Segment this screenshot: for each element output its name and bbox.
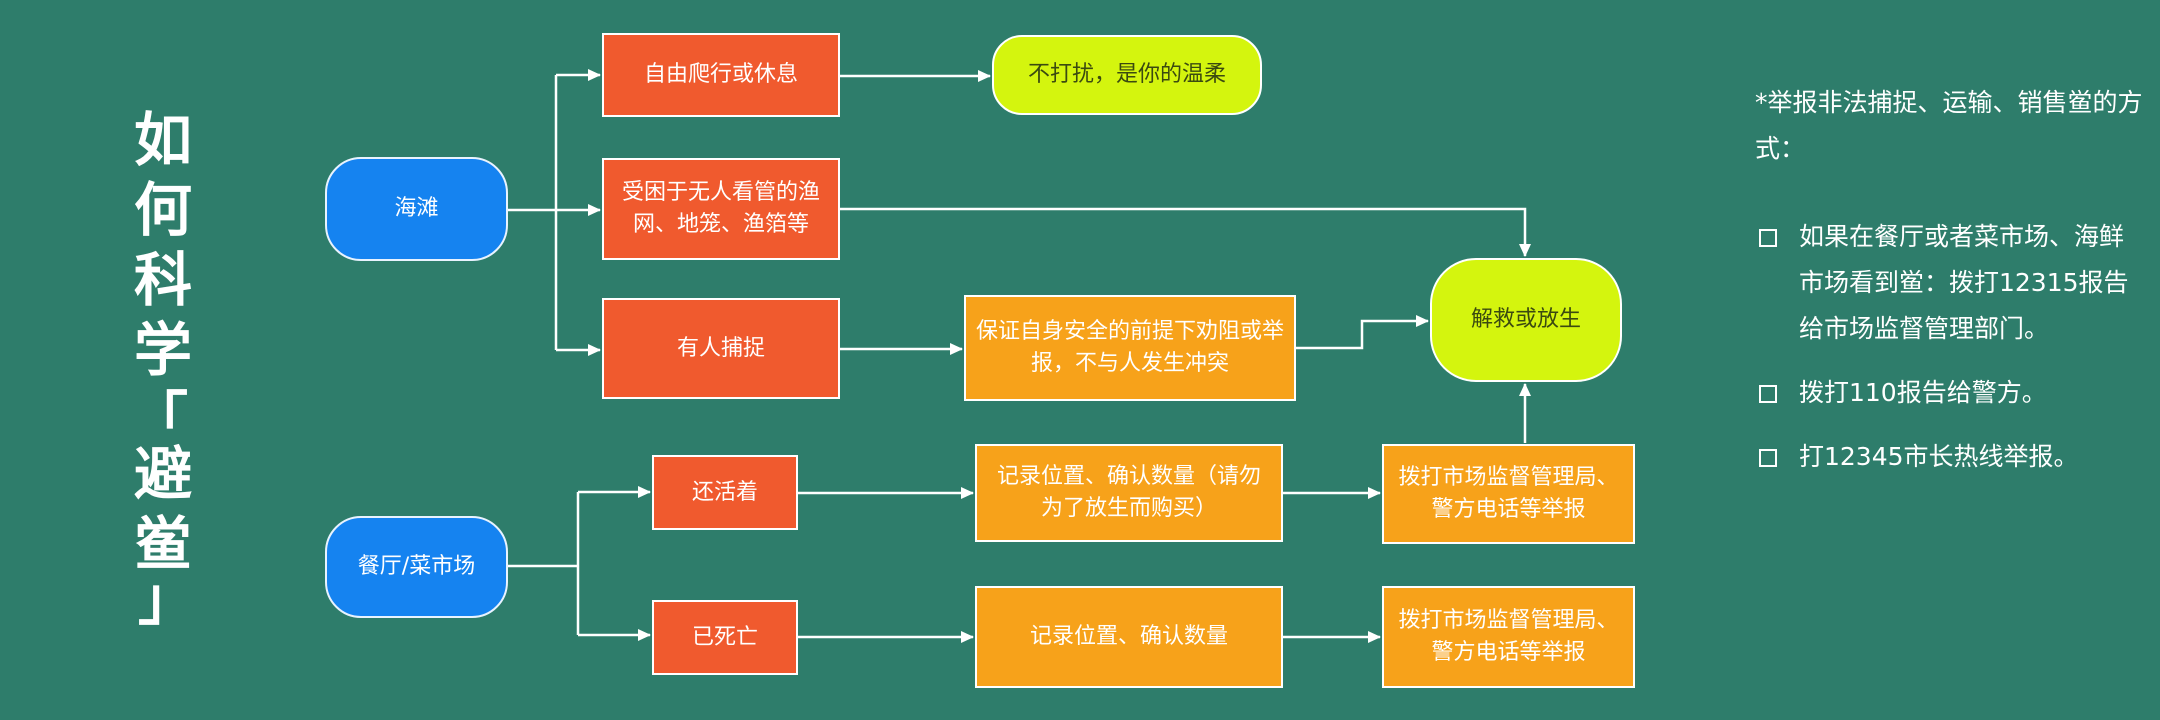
node-call-alive: 拨打市场监督管理局、警方电话等举报 — [1382, 444, 1635, 544]
arrow-trapped-rescue — [840, 207, 1531, 257]
title-char: 如 — [133, 106, 192, 174]
report-method-text: 打12345市长热线举报。 — [1799, 442, 2079, 471]
title-keyword-char: 避 — [133, 440, 192, 508]
arrow-persuade-rescue — [1296, 315, 1429, 350]
report-methods-header: *举报非法捕捉、运输、销售鲎的方式： — [1755, 88, 2143, 163]
report-method-item: 打12345市长热线举报。 — [1755, 434, 2145, 480]
title-keyword-char: 鲎 — [133, 510, 192, 578]
report-method-text: 如果在餐厅或者菜市场、海鲜市场看到鲎：拨打12315报告给市场监督管理部门。 — [1799, 222, 2129, 343]
vertical-title: 如 何 科 学 「 避 鲎 」 — [118, 105, 208, 633]
node-free: 自由爬行或休息 — [602, 33, 840, 117]
checkbox-icon — [1759, 229, 1777, 247]
report-method-item: 如果在餐厅或者菜市场、海鲜市场看到鲎：拨打12315报告给市场监督管理部门。 — [1755, 214, 2145, 352]
title-char: 何 — [133, 176, 192, 244]
report-method-item: 拨打110报告给警方。 — [1755, 370, 2145, 416]
node-rescue: 解救或放生 — [1430, 258, 1622, 382]
node-dead: 已死亡 — [652, 600, 798, 675]
node-persuade: 保证自身安全的前提下劝阻或举报，不与人发生冲突 — [964, 295, 1296, 401]
node-beach: 海滩 — [325, 157, 508, 261]
checkbox-icon — [1759, 385, 1777, 403]
checkbox-icon — [1759, 449, 1777, 467]
node-record-alive: 记录位置、确认数量（请勿为了放生而购买） — [975, 444, 1283, 542]
title-bracket-close: 」 — [137, 565, 196, 633]
node-alive: 还活着 — [652, 455, 798, 530]
report-method-text: 拨打110报告给警方。 — [1799, 378, 2047, 407]
title-bracket-open: 「 — [130, 385, 189, 453]
node-record-dead: 记录位置、确认数量 — [975, 586, 1283, 688]
title-char: 学 — [133, 316, 192, 384]
node-gentle: 不打扰，是你的温柔 — [992, 35, 1262, 115]
node-captured: 有人捕捉 — [602, 298, 840, 399]
report-methods-panel: *举报非法捕捉、运输、销售鲎的方式： 如果在餐厅或者菜市场、海鲜市场看到鲎：拨打… — [1755, 80, 2145, 498]
title-char: 科 — [133, 246, 192, 314]
node-restaurant: 餐厅/菜市场 — [325, 516, 508, 618]
node-trapped: 受困于无人看管的渔网、地笼、渔箔等 — [602, 158, 840, 260]
node-call-dead: 拨打市场监督管理局、警方电话等举报 — [1382, 586, 1635, 688]
